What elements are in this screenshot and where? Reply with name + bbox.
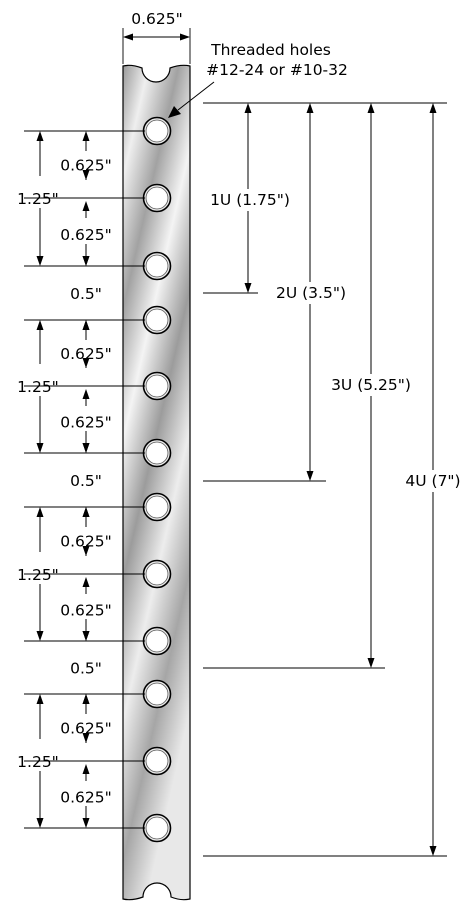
hole-thread [145,495,169,519]
arrow-head [36,443,44,453]
hole [142,251,172,281]
arrow-head [244,103,252,113]
arrow-head [429,846,437,856]
gap-label: 0.5" [70,660,102,678]
unit-span-label: 1.25" [17,566,59,584]
arrow-head [36,256,44,266]
hole-thread [145,186,169,210]
gap-label: 0.5" [70,472,102,490]
hole [142,305,172,335]
pitch-label: 0.625" [60,720,112,738]
hole-thread [145,816,169,840]
width-dimension: 0.625" [122,10,191,64]
arrow-head [82,201,90,211]
hole [142,559,172,589]
hole-thread [145,629,169,653]
hole [142,813,172,843]
hole [142,438,172,468]
arrow-head [367,103,375,113]
arrow-head [82,631,90,641]
arrow-head [306,103,314,113]
callout-line-2: #12-24 or #10-32 [206,61,348,79]
arrow-head [82,131,90,141]
hole-thread [145,254,169,278]
hole [142,679,172,709]
hole-thread [145,562,169,586]
arrow-head [306,471,314,481]
width-label: 0.625" [131,10,183,28]
arrow-head [36,694,44,704]
arrow-head [82,256,90,266]
arrow-head [244,283,252,293]
u3-label: 3U (5.25") [331,376,411,394]
u1-label: 1U (1.75") [210,191,290,209]
arrow-head [36,818,44,828]
hole-thread [145,374,169,398]
unit-span-label: 1.25" [17,190,59,208]
rail-plate [122,64,191,901]
arrow-head [429,103,437,113]
rack-unit-dimensions: 1U (1.75") 2U (3.5") 3U (5.25") 4U (7") [203,102,461,857]
hole [142,371,172,401]
arrow-head [82,577,90,587]
gap-label: 0.5" [70,285,102,303]
unit-span-label: 1.25" [17,378,59,396]
hole-thread [145,749,169,773]
hole-thread [145,308,169,332]
threaded-holes-callout: Threaded holes #12-24 or #10-32 [168,41,348,118]
pitch-label: 0.625" [60,157,112,175]
unit-span-label: 1.25" [17,753,59,771]
dimension-u4: 4U (7") [405,103,461,856]
arrow-head [82,694,90,704]
left-dimensions: 1.25"0.625"0.625"0.5"1.25"0.625"0.625"0.… [17,130,145,829]
hole [142,492,172,522]
arrow-head [82,764,90,774]
dimension-u1: 1U (1.75") [210,103,290,293]
rack-rail [122,64,191,901]
hole [142,183,172,213]
u4-label: 4U (7") [405,472,460,490]
arrow-head [367,658,375,668]
pitch-label: 0.625" [60,345,112,363]
arrow-head [82,389,90,399]
dimension-u2: 2U (3.5") [276,103,346,481]
hole-thread [145,119,169,143]
arrow-head [36,131,44,141]
pitch-label: 0.625" [60,533,112,551]
callout-line-1: Threaded holes [210,41,331,59]
arrow-head [36,507,44,517]
hole [142,116,172,146]
threaded-holes [142,116,172,843]
arrow-head [36,320,44,330]
arrow-head [82,818,90,828]
dimension-u3: 3U (5.25") [331,103,411,668]
pitch-label: 0.625" [60,414,112,432]
hole-thread [145,441,169,465]
hole [142,746,172,776]
arrow-head [82,320,90,330]
arrow-head [82,507,90,517]
u2-label: 2U (3.5") [276,284,346,302]
pitch-label: 0.625" [60,226,112,244]
hole-thread [145,682,169,706]
pitch-label: 0.625" [60,602,112,620]
hole [142,626,172,656]
arrow-head [36,631,44,641]
pitch-label: 0.625" [60,789,112,807]
arrow-head [82,443,90,453]
